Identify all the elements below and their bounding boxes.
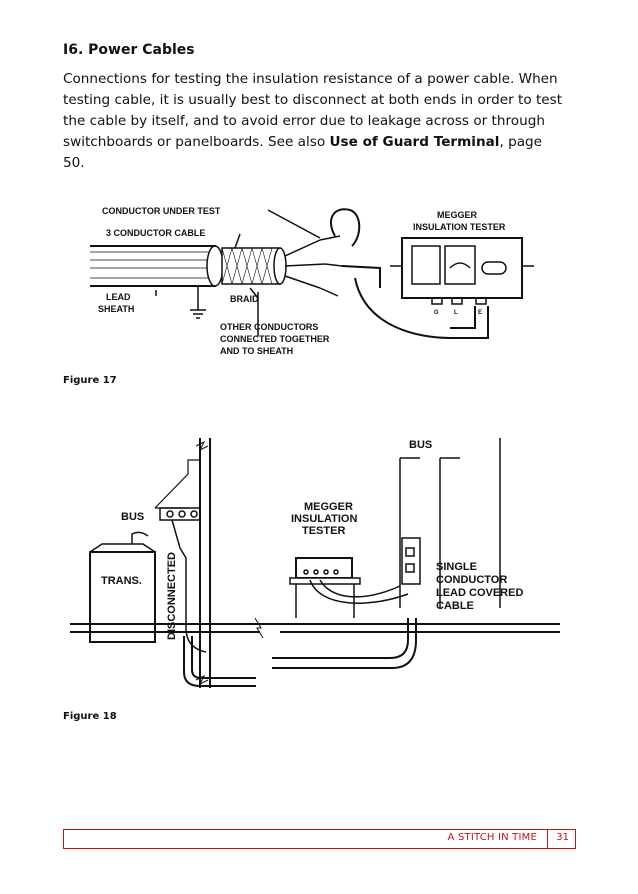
label-other-conductors-3: AND TO SHEATH [220,346,293,356]
terminal-l-label: L [454,310,458,316]
page-number: 31 [556,832,569,843]
label-sheath: SHEATH [98,304,134,314]
label-single: SINGLE [436,561,477,573]
figure-17-caption: Figure 17 [63,375,117,386]
label-lead-covered: LEAD COVERED [436,587,523,599]
label-trans: TRANS. [101,575,142,587]
terminal-g-label: G [434,310,439,316]
label-other-conductors-2: CONNECTED TOGETHER [220,334,330,344]
figure-18-caption: Figure 18 [63,711,117,722]
footer-label: A STITCH IN TIME [447,832,537,843]
label-megger: MEGGER [437,210,478,220]
label-conductor-under-test: CONDUCTOR UNDER TEST [102,206,221,216]
paragraph-text: Connections for testing the insulation r… [63,71,563,150]
terminal-e-label: E [478,310,482,316]
label-bus-left: BUS [121,511,144,523]
label-insulation-tester: INSULATION TESTER [413,222,506,232]
label-tester: TESTER [302,525,345,537]
page-footer: A STITCH IN TIME 31 [63,829,576,849]
label-3-conductor-cable: 3 CONDUCTOR CABLE [106,228,205,238]
label-other-conductors-1: OTHER CONDUCTORS [220,322,318,332]
footer-divider [547,830,548,848]
label-braid: BRAID [230,294,259,304]
label-conductor: CONDUCTOR [436,574,507,586]
figure-17-diagram: CONDUCTOR UNDER TEST 3 CONDUCTOR CABLE L… [90,206,534,356]
label-cable: CABLE [436,600,474,612]
label-bus-right: BUS [409,439,432,451]
figure-18-diagram: BUS BUS TRANS. DISCONNECTED MEGGER INSUL… [70,438,560,688]
label-lead: LEAD [106,292,131,302]
section-heading: I6. Power Cables [63,42,195,58]
label-megger: MEGGER [304,501,353,513]
label-insulation: INSULATION [291,513,357,525]
paragraph-bold-reference: Use of Guard Terminal [329,134,500,150]
paragraph-text-end: , page 50. [63,134,543,171]
body-paragraph: Connections for testing the insulation r… [63,69,563,174]
label-disconnected: DISCONNECTED [166,552,178,640]
